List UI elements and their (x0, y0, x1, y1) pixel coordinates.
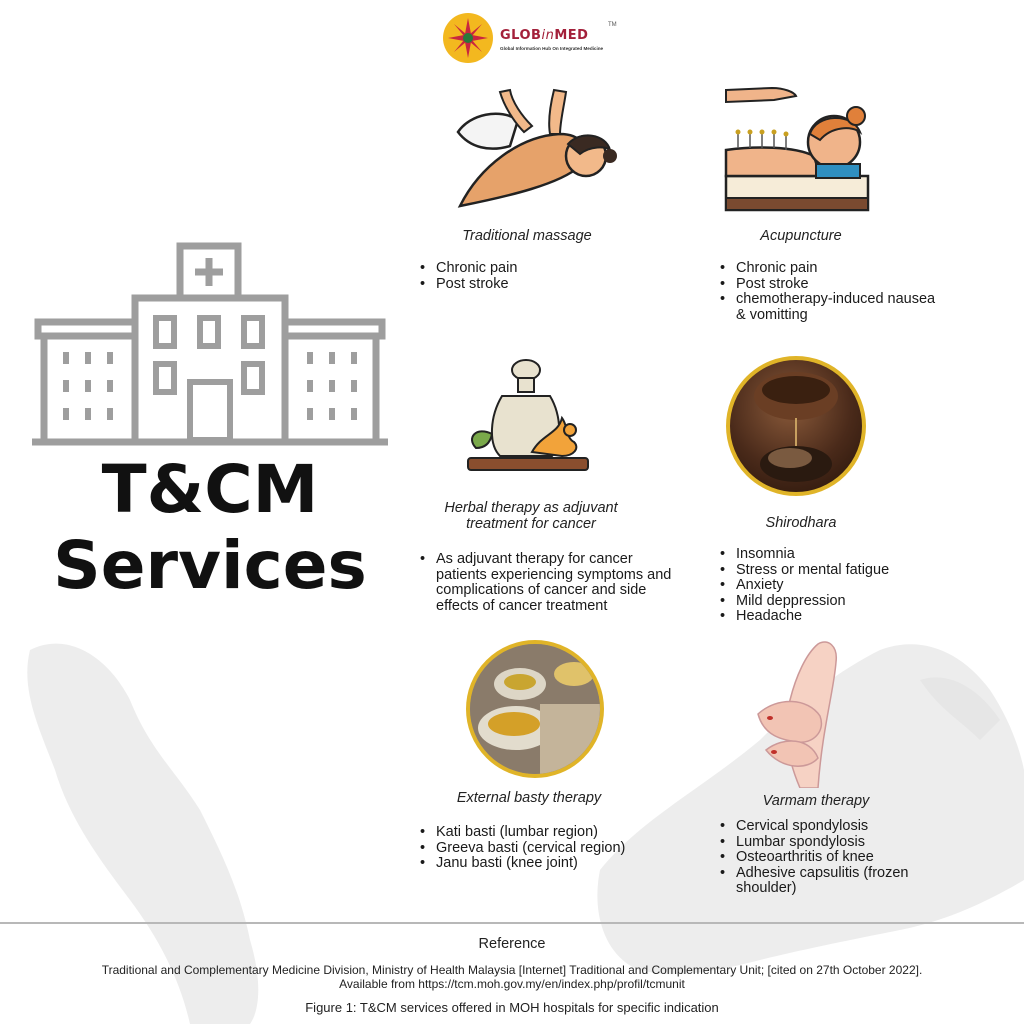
list-item: Mild deppression (718, 593, 958, 610)
basti-photo (466, 640, 604, 778)
list-item: Chronic pain (418, 260, 638, 277)
title-line-1: T&CM (101, 451, 319, 528)
service-list-external-basty: Kati basti (lumbar region) Greeva basti … (418, 824, 658, 872)
list-item: Greeva basti (cervical region) (418, 840, 658, 857)
globinmed-logo: GLOBinMED TM Global Information Hub On I… (442, 10, 622, 64)
service-list-traditional-massage: Chronic pain Post stroke (418, 260, 638, 293)
list-item: Kati basti (lumbar region) (418, 824, 658, 841)
list-item: As adjuvant therapy for cancer patients … (418, 551, 680, 614)
service-title-varmam: Varmam therapy (762, 793, 870, 809)
trademark-symbol: TM (608, 22, 617, 28)
figure-caption: Figure 1: T&CM services offered in MOH h… (305, 1000, 719, 1015)
service-list-shirodhara: Insomnia Stress or mental fatigue Anxiet… (718, 546, 958, 625)
service-title-herbal-therapy: Herbal therapy as adjuvant treatment for… (444, 500, 618, 532)
list-item: Lumbar spondylosis (718, 834, 968, 851)
service-title-acupuncture: Acupuncture (760, 228, 842, 244)
reference-line-1: Traditional and Complementary Medicine D… (101, 963, 923, 977)
list-item: Adhesive capsulitis (frozen shoulder) (718, 865, 968, 897)
herbal-compress-icon (467, 359, 589, 471)
list-item: Post stroke (718, 276, 938, 293)
logo-wordmark: GLOBinMED (500, 28, 589, 43)
footer-divider (0, 922, 1024, 924)
service-title-external-basty: External basty therapy (456, 790, 602, 806)
list-item: Chronic pain (718, 260, 938, 277)
reference-line-2: Available from https://tcm.moh.gov.my/en… (339, 977, 685, 991)
shirodhara-photo (726, 356, 866, 496)
logo-tagline: Global Information Hub On Integrated Med… (500, 46, 604, 51)
service-list-herbal-therapy: As adjuvant therapy for cancer patients … (418, 551, 680, 614)
reference-heading: Reference (478, 936, 546, 952)
basti-scene-icon (470, 644, 600, 774)
page-title: T&CM Services (40, 452, 380, 604)
shirodhara-scene-icon (754, 372, 838, 482)
service-title-traditional-massage: Traditional massage (462, 228, 592, 244)
list-item: Headache (718, 608, 958, 625)
list-item: Post stroke (418, 276, 638, 293)
list-item: Stress or mental fatigue (718, 562, 958, 579)
hospital-icon (32, 242, 388, 446)
service-list-acupuncture: Chronic pain Post stroke chemotherapy-in… (718, 260, 938, 323)
foot-massage-icon (757, 641, 837, 788)
service-list-varmam: Cervical spondylosis Lumbar spondylosis … (718, 818, 968, 897)
massage-icon (456, 88, 617, 208)
list-item: Insomnia (718, 546, 958, 563)
acupuncture-icon (724, 86, 870, 212)
list-item: Cervical spondylosis (718, 818, 968, 835)
list-item: Anxiety (718, 577, 958, 594)
service-title-shirodhara: Shirodhara (765, 515, 837, 531)
sun-emblem-icon (443, 13, 493, 63)
reference-citation: Traditional and Complementary Medicine D… (0, 963, 1024, 991)
title-line-2: Services (53, 527, 367, 604)
list-item: chemotherapy-induced nausea & vomitting (718, 291, 938, 323)
list-item: Osteoarthritis of knee (718, 849, 968, 866)
list-item: Janu basti (knee joint) (418, 855, 658, 872)
